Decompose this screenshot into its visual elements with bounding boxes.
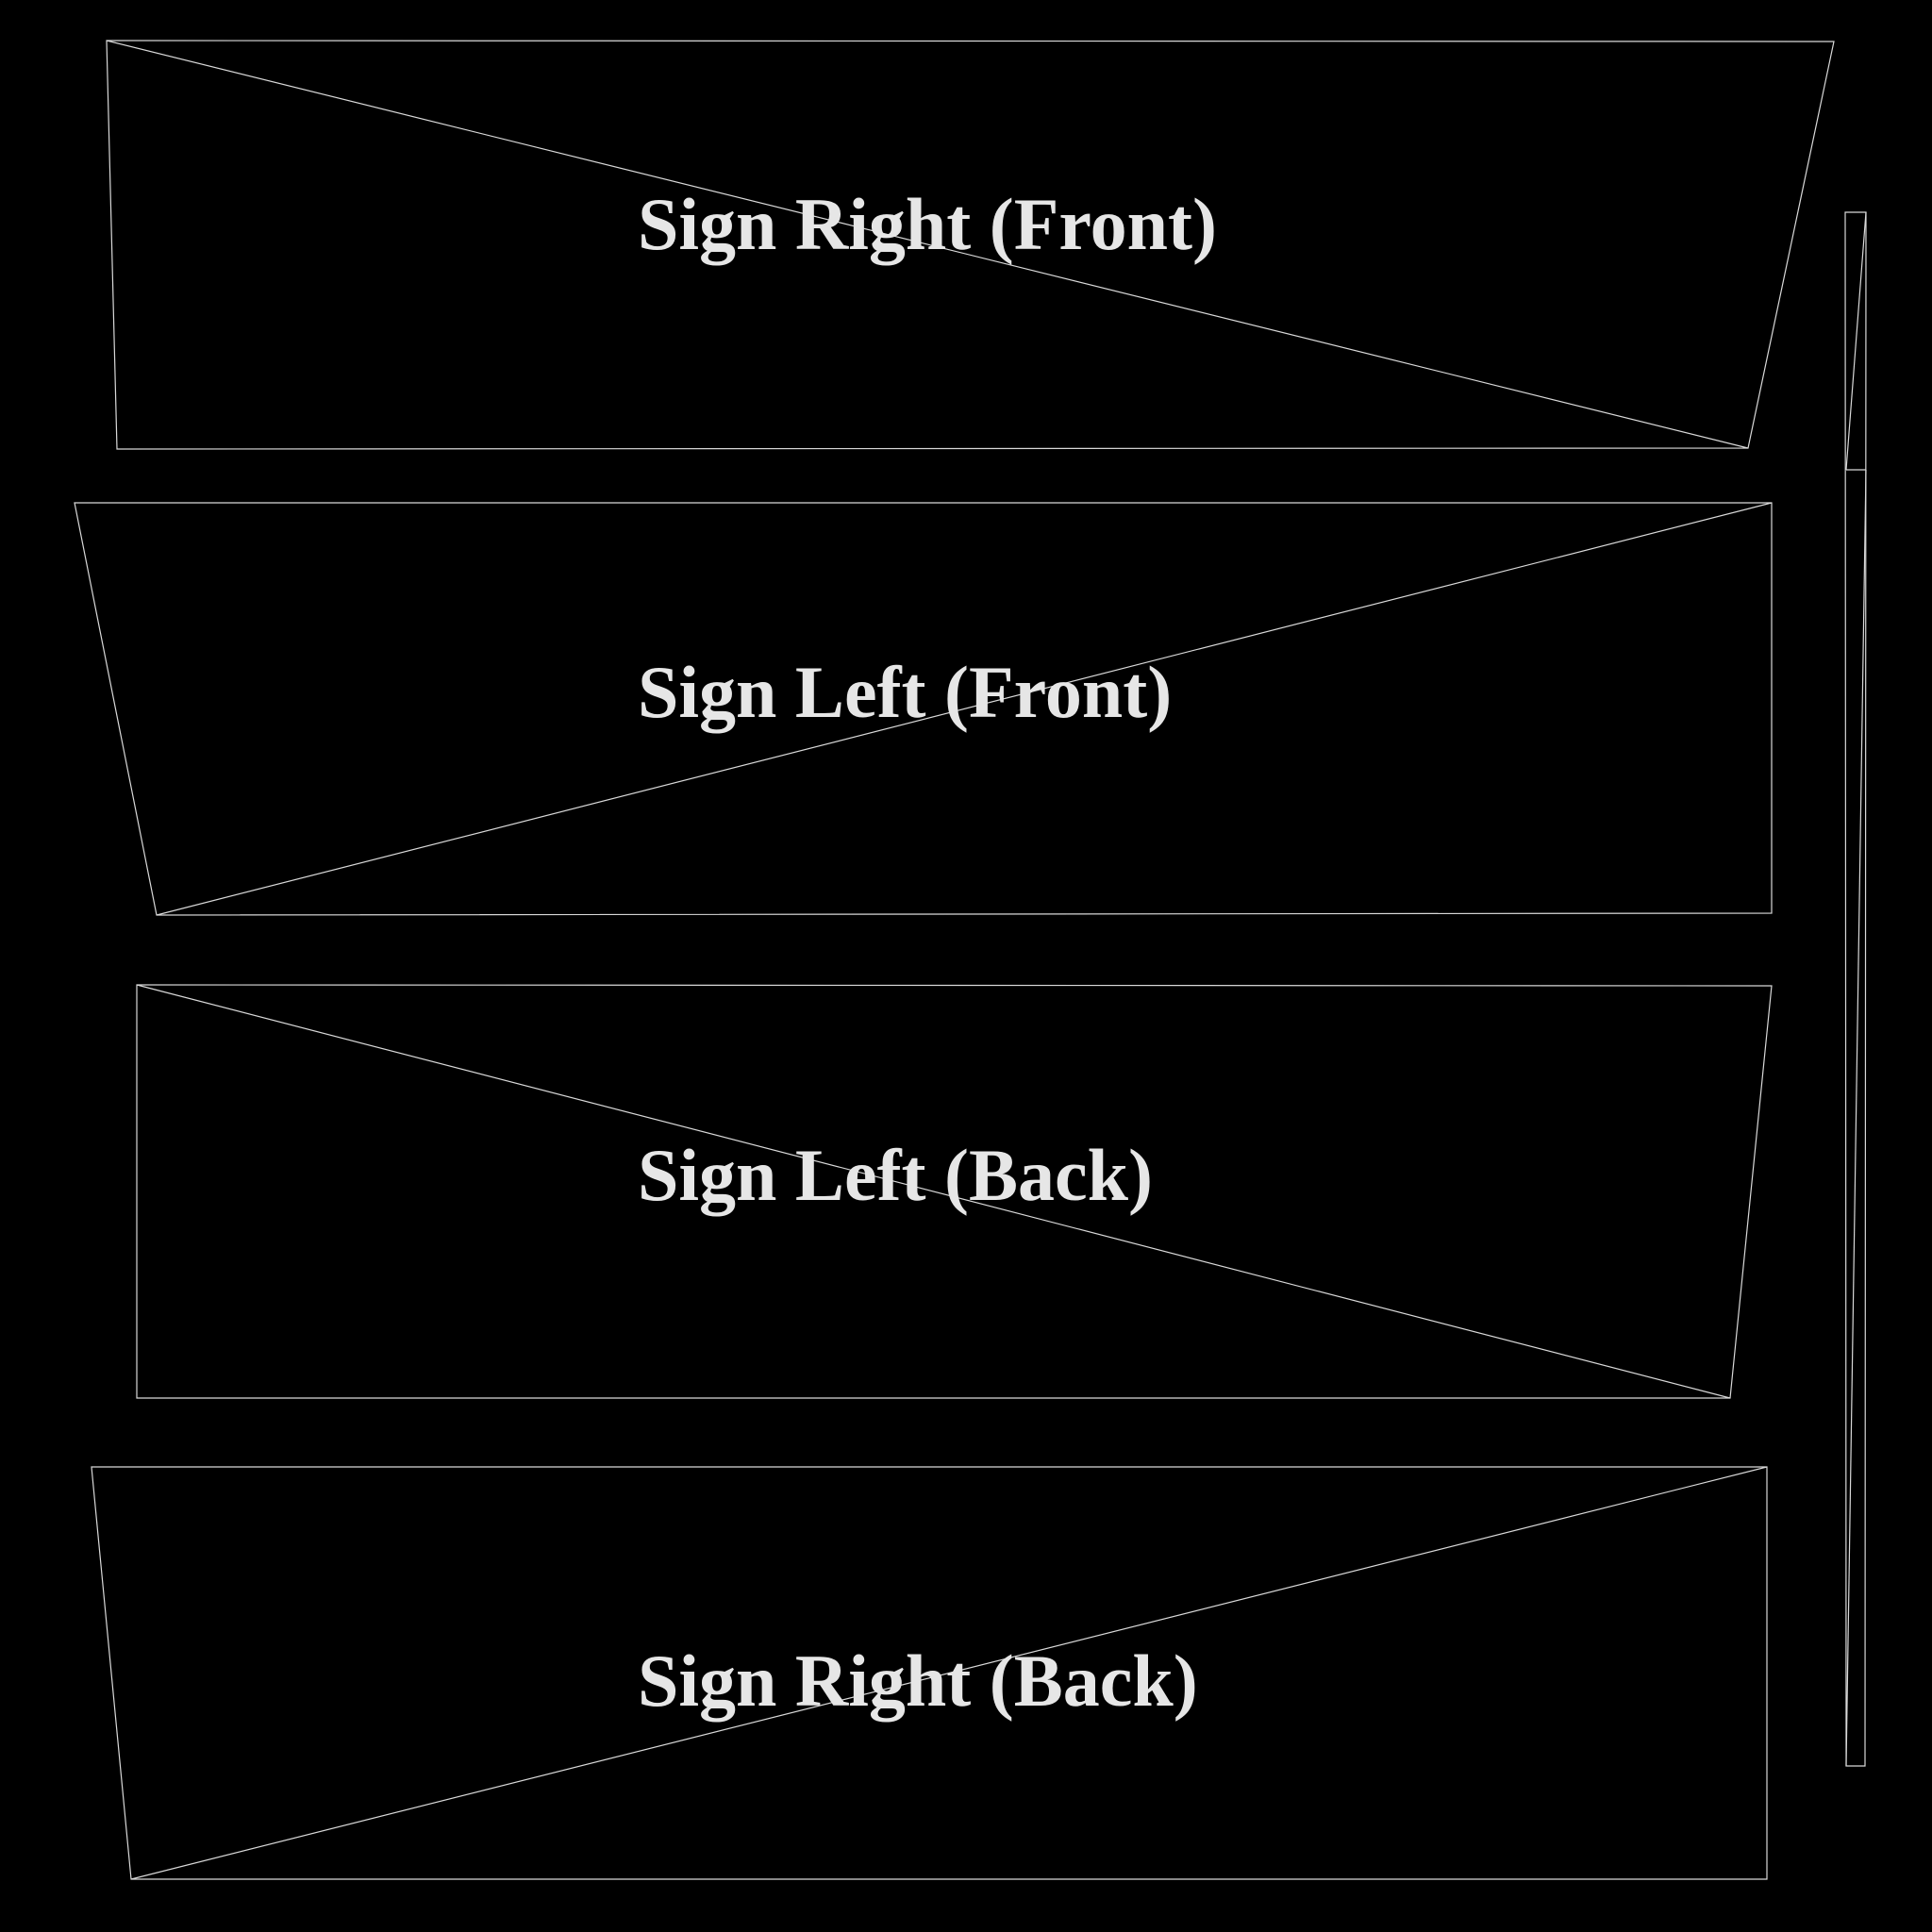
panel-sign-left-front: Sign Left (Front) — [74, 502, 1773, 916]
panel-sign-right-back: Sign Right (Back) — [91, 1466, 1768, 1880]
panel-outline — [91, 1466, 1768, 1880]
panel-sign-left-back: Sign Left (Back) — [136, 984, 1773, 1399]
panel-label: Sign Left (Front) — [638, 651, 1172, 733]
edge-strip — [1844, 211, 1867, 1767]
panel-sign-right-front: Sign Right (Front) — [106, 40, 1835, 450]
panel-diagonal — [136, 984, 1731, 1399]
panel-label: Sign Right (Back) — [638, 1640, 1198, 1722]
panel-diagonal — [156, 502, 1773, 916]
panel-label: Sign Right (Front) — [638, 183, 1217, 265]
panel-diagonal — [130, 1466, 1768, 1880]
edge-strip-diagonal — [1845, 211, 1867, 471]
panel-diagonal — [106, 40, 1749, 449]
edge-strip-outline — [1844, 211, 1867, 1767]
edge-strip-diagonal — [1845, 469, 1867, 1767]
panel-outline — [74, 502, 1773, 916]
panel-label: Sign Left (Back) — [638, 1134, 1153, 1216]
